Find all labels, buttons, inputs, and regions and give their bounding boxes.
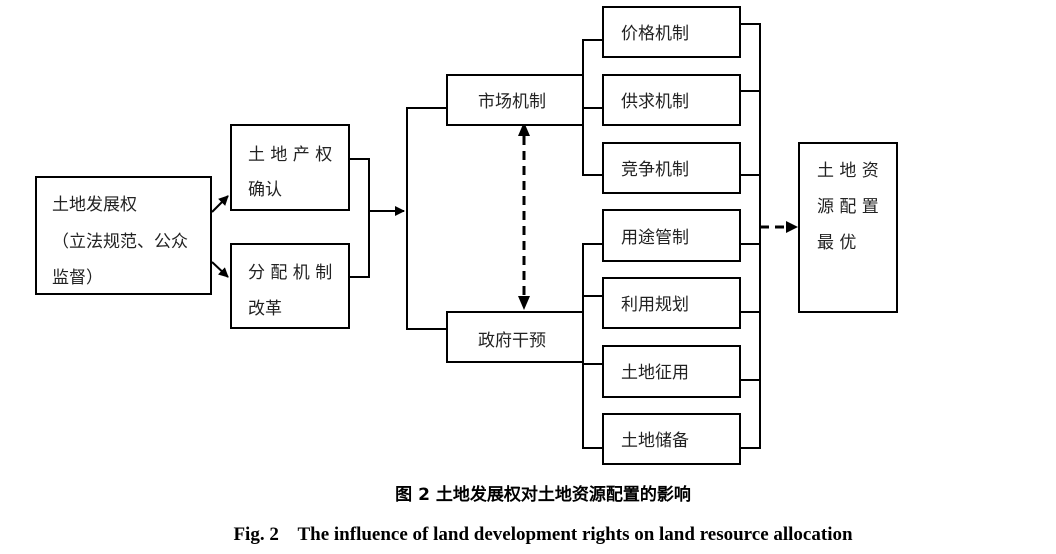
svg-text:最 优: 最 优: [817, 233, 856, 253]
market-child: 供求机制: [621, 92, 689, 112]
government-intervention-box: 政府干预: [446, 311, 584, 363]
arrow-down-head: [518, 296, 530, 310]
split-bracket-mechanisms: [406, 107, 447, 330]
svg-text:市场机制: 市场机制: [478, 92, 546, 112]
government-child: 利用规划: [621, 295, 689, 315]
svg-text:土 地 资: 土 地 资: [817, 161, 879, 181]
arrow-to-property-rights: [211, 195, 229, 213]
merge-bracket-left: [349, 158, 370, 278]
distribution-box: 分 配 机 制 改革: [230, 243, 350, 329]
svg-text:源 配 置: 源 配 置: [817, 197, 879, 217]
svg-text:政府干预: 政府干预: [478, 331, 546, 351]
market-child: 价格机制: [621, 24, 689, 44]
svg-text:改革: 改革: [248, 299, 282, 319]
source-line3: 监督）: [52, 268, 103, 288]
source-box: 土地发展权 （立法规范、公众 监督）: [35, 176, 212, 295]
svg-text:土 地 产 权: 土 地 产 权: [248, 145, 332, 165]
svg-text:分 配 机 制: 分 配 机 制: [248, 263, 332, 283]
source-line2: （立法规范、公众: [52, 232, 188, 252]
caption-zh: 图 2 土地发展权对土地资源配置的影响: [395, 484, 691, 505]
source-line1: 土地发展权: [52, 195, 137, 215]
market-mechanism-box: 市场机制: [446, 74, 584, 126]
government-children-bracket: [582, 243, 603, 449]
market-child: 竞争机制: [621, 160, 689, 180]
property-rights-box: 土 地 产 权 确认: [230, 124, 350, 211]
market-child-boxes: 价格机制 供求机制 竞争机制: [602, 6, 741, 194]
arrow-up-head: [518, 122, 530, 136]
government-child-boxes: 用途管制 利用规划 土地征用 土地储备: [602, 209, 741, 465]
government-child: 土地储备: [621, 431, 689, 451]
merge-bracket-right: [740, 23, 761, 449]
result-box: 土 地 资 源 配 置 最 优: [798, 142, 898, 313]
government-child: 用途管制: [621, 228, 689, 248]
caption-en: Fig. 2 The influence of land development…: [233, 524, 853, 545]
arrow-to-distribution: [211, 261, 229, 278]
svg-text:确认: 确认: [248, 180, 282, 200]
government-child: 土地征用: [621, 363, 689, 383]
